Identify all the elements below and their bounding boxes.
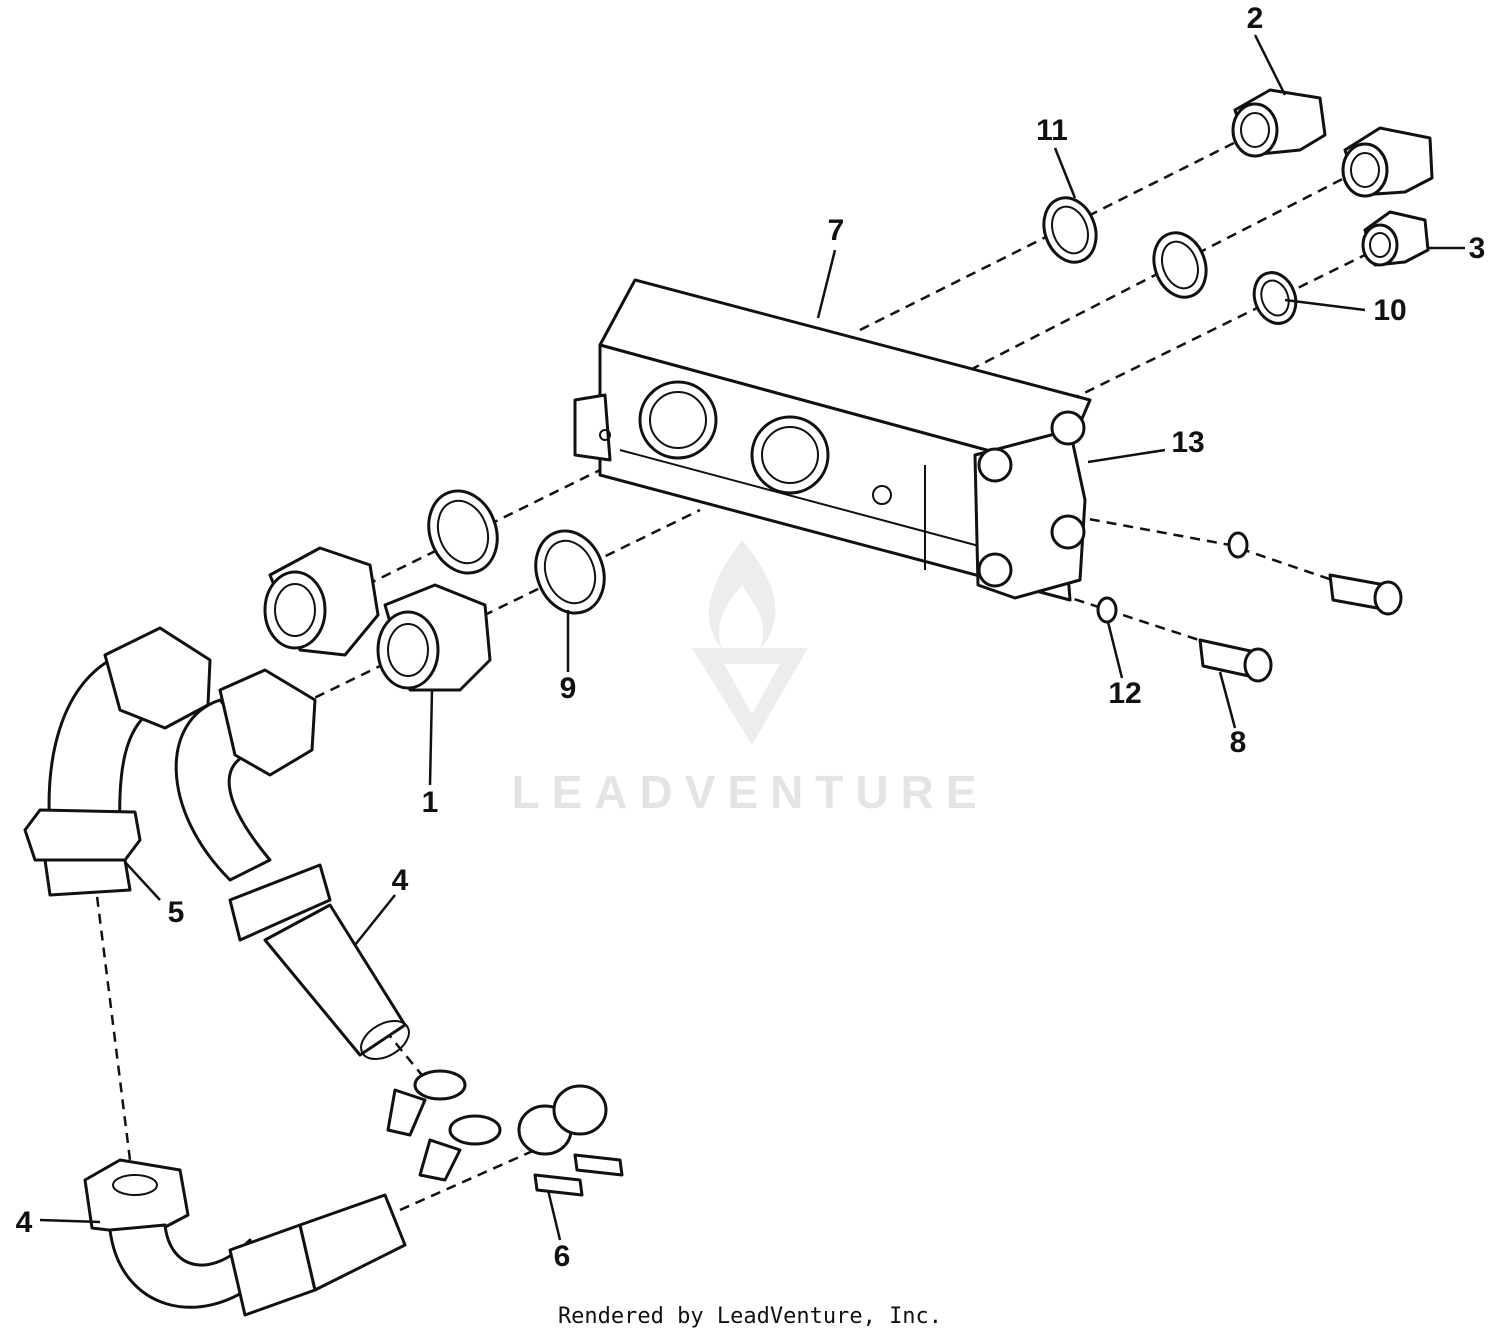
fitting-3 [1361, 210, 1430, 267]
callout-9: 9 [560, 672, 577, 705]
o-ring-9a [427, 489, 499, 575]
hose-4-lower [83, 1158, 407, 1317]
callout-12: 12 [1108, 677, 1141, 710]
bolt-8 [1198, 638, 1273, 683]
o-ring-10 [1252, 271, 1298, 325]
washer-12 [1096, 596, 1118, 624]
callout-13: 13 [1171, 426, 1204, 459]
callout-8: 8 [1230, 726, 1247, 759]
o-ring-9 [534, 529, 606, 615]
callout-7: 7 [828, 214, 845, 247]
fitting-1a [263, 546, 380, 657]
callout-2: 2 [1247, 2, 1264, 35]
callout-1: 1 [422, 786, 439, 819]
washer-8a [1227, 531, 1249, 559]
callout-leaders [39, 34, 1465, 1241]
callout-4-lower: 4 [16, 1206, 33, 1239]
fitting-2 [1231, 88, 1327, 158]
o-ring-11b [1152, 231, 1208, 299]
callout-3: 3 [1469, 232, 1486, 265]
fitting-2b [1341, 126, 1434, 198]
callout-labels: 2 3 10 11 7 13 9 1 12 8 5 4 4 6 [16, 2, 1486, 1273]
fitting-1 [376, 583, 492, 692]
leadventure-watermark-logo: LEADVENTURE [511, 540, 988, 818]
valve-body-block [573, 278, 1092, 602]
callout-6: 6 [554, 1240, 571, 1273]
hose-4-upper [174, 668, 410, 1060]
render-credit: Rendered by LeadVenture, Inc. [557, 1304, 943, 1329]
watermark-text: LEADVENTURE [511, 766, 988, 818]
callout-4-upper: 4 [392, 864, 409, 897]
callout-11: 11 [1036, 114, 1068, 147]
callout-10: 10 [1373, 294, 1406, 327]
bolt-8a [1328, 573, 1403, 616]
clamp-6-upper [386, 1069, 502, 1182]
clamp-6 [517, 1084, 624, 1197]
o-ring-11 [1042, 196, 1098, 264]
hose-elbow-5 [23, 626, 212, 897]
callout-5: 5 [168, 896, 185, 929]
